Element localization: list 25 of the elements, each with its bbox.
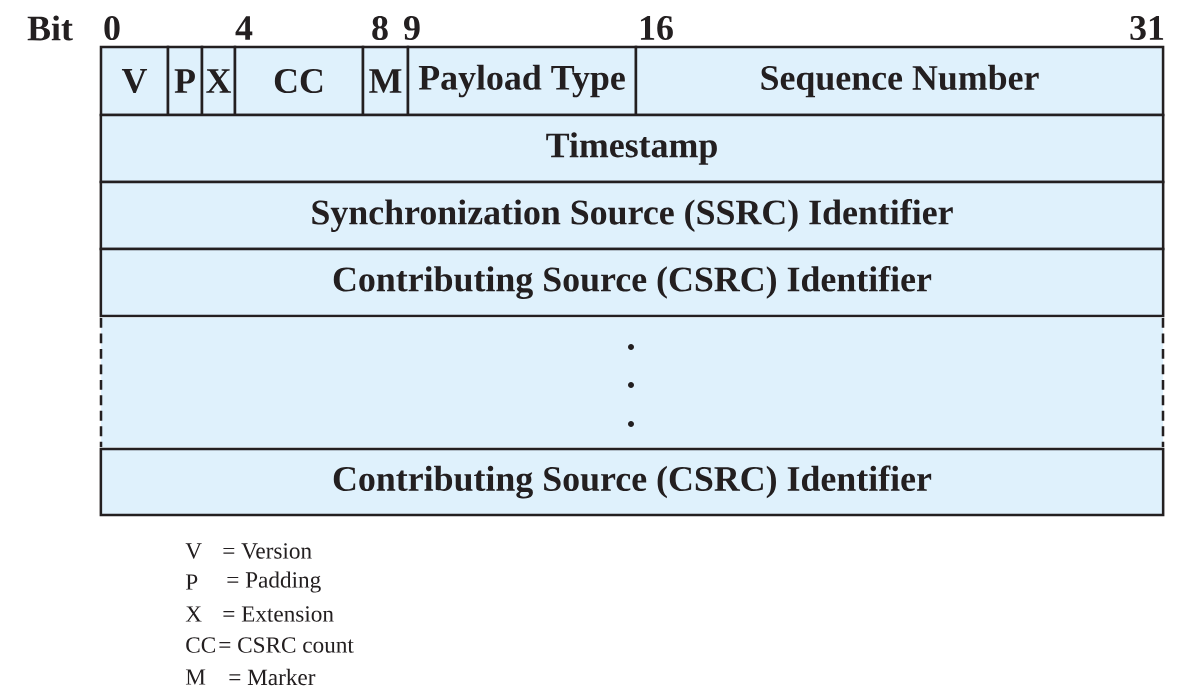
key-abbreviation: X <box>185 606 202 622</box>
bit-number: 9 <box>404 15 420 41</box>
key-abbreviation: CC <box>186 637 215 653</box>
row-box: Contributing Source (CSRC) Identifier <box>99 247 1165 318</box>
key-definition: = Padding <box>227 571 321 593</box>
bit-number: 0 <box>104 15 120 41</box>
key-abbreviation: V <box>185 543 202 559</box>
row-box: Synchronization Source (SSRC) Identifier <box>99 180 1165 251</box>
row-box: Contributing Source (CSRC) Identifier <box>99 447 1165 517</box>
field-box: V <box>99 45 170 117</box>
key-definition: = Version <box>223 543 312 559</box>
bit-number: 16 <box>640 15 673 41</box>
field-box: X <box>200 45 237 117</box>
key-abbreviation: M <box>185 669 206 685</box>
bit-number: 31 <box>1130 15 1164 41</box>
ellipsis-band <box>99 317 1165 448</box>
field-box: M <box>361 45 410 117</box>
key-definition: = Extension <box>223 606 334 622</box>
bit-number: 8 <box>372 15 388 41</box>
key-definition: = Marker <box>229 668 316 686</box>
field-box: P <box>166 45 204 117</box>
bit-axis-label: Bit <box>27 15 73 41</box>
key-definition: = CSRC count <box>219 637 354 653</box>
key-abbreviation: P <box>185 574 198 590</box>
bit-number: 4 <box>235 16 253 40</box>
